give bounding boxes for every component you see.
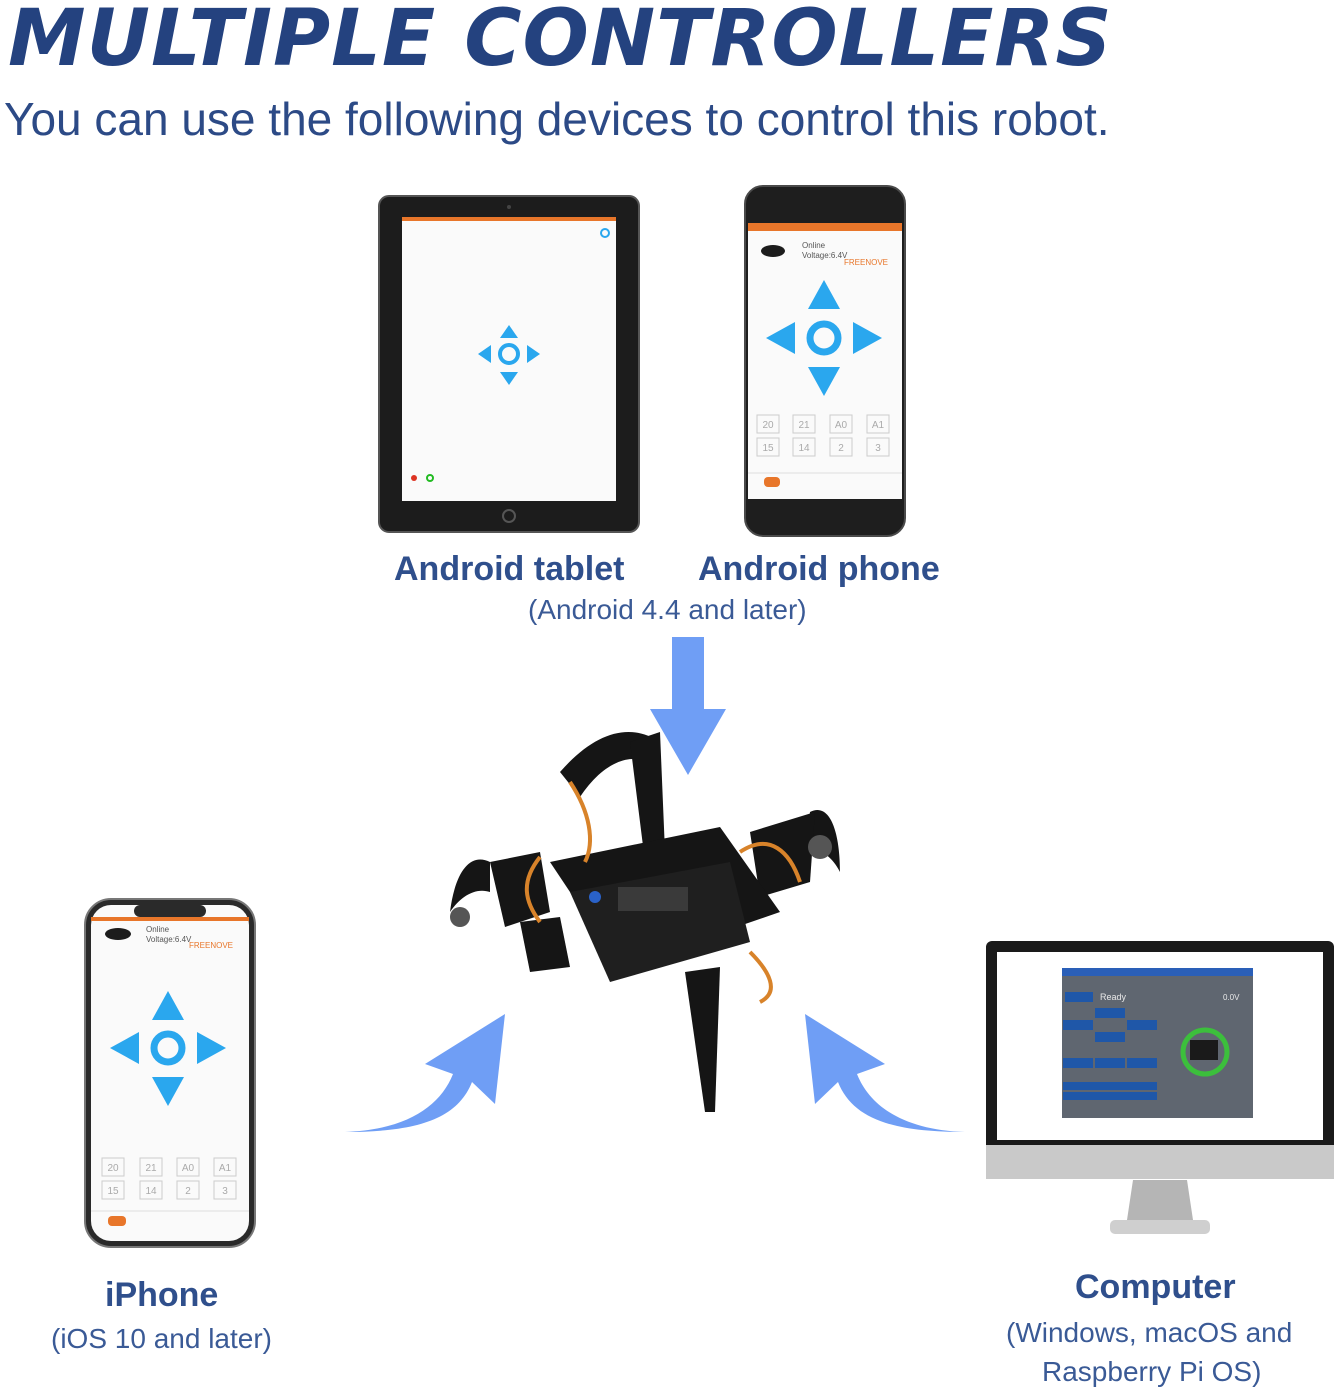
svg-text:14: 14	[798, 443, 810, 454]
android-tablet-image	[378, 195, 640, 533]
iphone-label: iPhone	[105, 1276, 219, 1314]
page-subtitle: You can use the following devices to con…	[4, 93, 1110, 145]
android-version-note: (Android 4.4 and later)	[528, 594, 807, 625]
computer-monitor-image: Ready 0.0V	[986, 941, 1334, 1234]
svg-text:20: 20	[762, 420, 774, 431]
svg-text:2: 2	[185, 1186, 191, 1197]
pc-voltage-text: 0.0V	[1223, 993, 1240, 1002]
hexapod-robot-image	[450, 732, 840, 1112]
svg-text:21: 21	[798, 420, 810, 431]
computer-os-note-line1: (Windows, macOS and	[1006, 1317, 1293, 1348]
svg-text:14: 14	[145, 1186, 157, 1197]
computer-label: Computer	[1075, 1268, 1236, 1306]
svg-text:A1: A1	[872, 420, 885, 431]
curved-arrow-left-icon	[345, 1014, 505, 1132]
iphone-image: Online Voltage:6.4V FREENOVE 20 21 A0 A1 15…	[84, 898, 256, 1248]
svg-text:3: 3	[222, 1186, 228, 1197]
svg-text:A0: A0	[182, 1163, 195, 1174]
iphone-direction-pad-icon	[110, 991, 226, 1106]
curved-arrow-right-icon	[805, 1014, 965, 1132]
svg-text:21: 21	[145, 1163, 157, 1174]
iphone-brand: FREENOVE	[189, 941, 233, 950]
direction-pad-icon	[766, 280, 882, 396]
svg-text:15: 15	[107, 1186, 119, 1197]
arrow-down-icon	[650, 637, 726, 775]
iphone-version-note: (iOS 10 and later)	[51, 1323, 272, 1354]
android-tablet-label: Android tablet	[394, 550, 625, 588]
computer-os-note-line2: Raspberry Pi OS)	[1042, 1356, 1262, 1387]
iphone-status-line1: Online	[146, 925, 170, 934]
pc-status-text: Ready	[1100, 992, 1127, 1002]
phone-status-line1: Online	[802, 241, 826, 250]
android-phone-image: Online Voltage:6.4V FREENOVE 20 21 A0 A1 15…	[744, 185, 906, 537]
android-phone-label: Android phone	[698, 550, 940, 588]
phone-status-line2: Voltage:6.4V	[802, 251, 848, 260]
svg-text:A1: A1	[219, 1163, 232, 1174]
page-title: MULTIPLE CONTROLLERS	[8, 0, 1113, 84]
svg-text:3: 3	[875, 443, 881, 454]
svg-text:15: 15	[762, 443, 774, 454]
svg-text:2: 2	[838, 443, 844, 454]
phone-brand: FREENOVE	[844, 258, 888, 267]
svg-text:A0: A0	[835, 420, 848, 431]
svg-text:20: 20	[107, 1163, 119, 1174]
iphone-status-line2: Voltage:6.4V	[146, 935, 192, 944]
